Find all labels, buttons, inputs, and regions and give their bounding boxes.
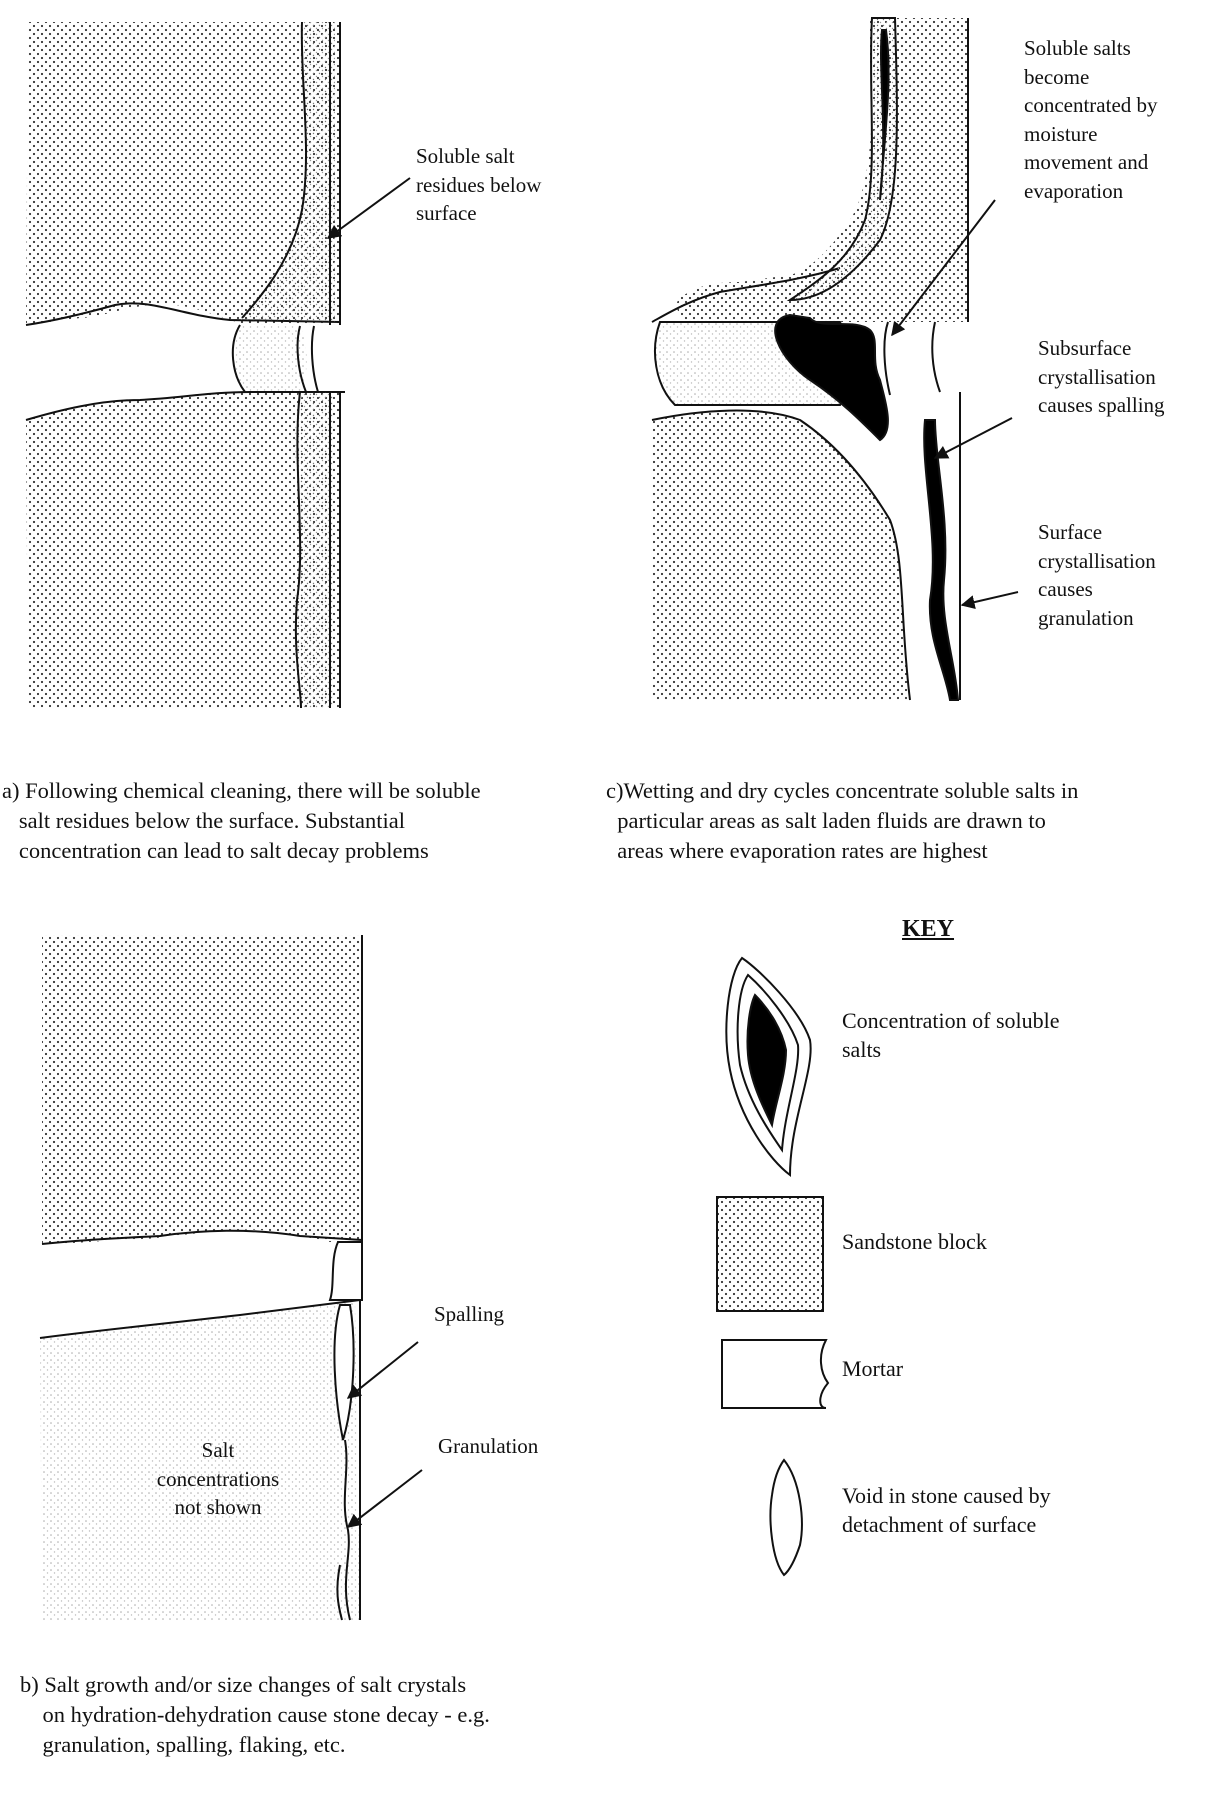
surface-arrow	[962, 592, 1018, 605]
caption-panel-a: a) Following chemical cleaning, there wi…	[2, 776, 481, 866]
mortar-icon	[722, 1340, 828, 1408]
label-spalling: Spalling	[434, 1300, 504, 1329]
label-surface-crystallisation: Surface crystallisation causes granulati…	[1038, 518, 1156, 632]
caption-panel-c: c)Wetting and dry cycles concentrate sol…	[606, 776, 1078, 866]
label-soluble-salt-residues: Soluble salt residues below surface	[416, 142, 541, 228]
key-title: KEY	[902, 915, 954, 944]
salt-concentration-icon	[726, 958, 810, 1175]
key-label-salt-concentration: Concentration of soluble salts	[842, 1007, 1060, 1064]
subsurface-arrow	[935, 418, 1012, 458]
salt-streak-lower	[924, 420, 958, 700]
lower-sandstone-block	[26, 392, 340, 708]
upper-sandstone-block-b	[42, 935, 362, 1245]
sandstone-block-icon	[717, 1197, 823, 1311]
label-subsurface-crystallisation: Subsurface crystallisation causes spalli…	[1038, 334, 1165, 420]
caption-panel-b: b) Salt growth and/or size changes of sa…	[20, 1670, 490, 1760]
mortar-joint	[234, 325, 307, 392]
key-label-sandstone-block: Sandstone block	[842, 1228, 987, 1257]
panel-a-drawing	[26, 22, 410, 708]
label-salt-concentrations-not-shown: Salt concentrations not shown	[128, 1436, 308, 1522]
label-soluble-salts-concentrated: Soluble salts become concentrated by moi…	[1024, 34, 1158, 205]
lower-sandstone-block-c	[652, 411, 910, 700]
mortar-joint-b	[330, 1242, 362, 1300]
label-granulation: Granulation	[438, 1432, 538, 1461]
key-label-mortar: Mortar	[842, 1355, 903, 1384]
panel-c-drawing	[652, 18, 1018, 700]
key-icons	[717, 958, 828, 1575]
void-icon	[771, 1460, 802, 1575]
spalling-arrow	[348, 1342, 418, 1398]
key-label-void: Void in stone caused by detachment of su…	[842, 1482, 1051, 1539]
